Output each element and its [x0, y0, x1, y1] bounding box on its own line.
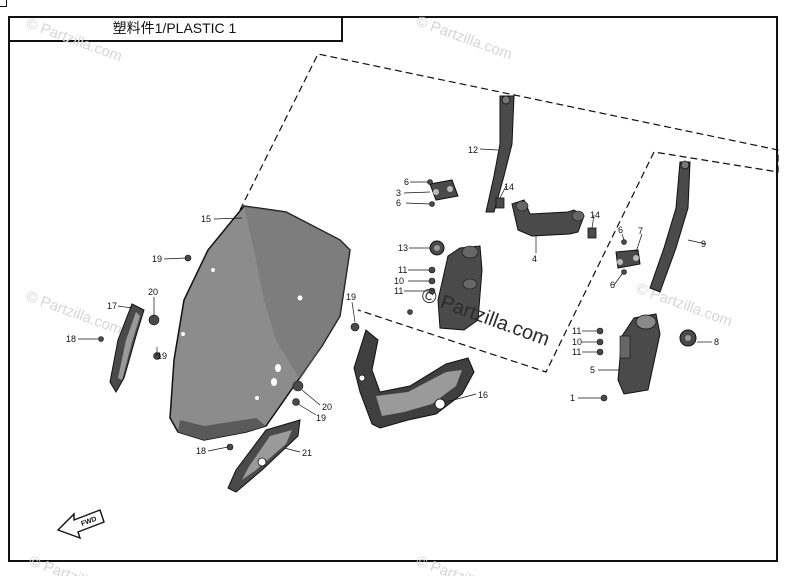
part-label: 9	[701, 239, 706, 249]
clamp-14-part	[587, 227, 597, 239]
stay-9-part	[649, 160, 691, 293]
fasteners	[98, 179, 627, 451]
part-label: 14	[590, 210, 600, 220]
knob-8-part	[679, 329, 697, 347]
leader-lines	[78, 148, 712, 453]
part-label: 18	[66, 334, 76, 344]
bracket-16-part	[353, 329, 475, 429]
crossbar-4-part	[511, 199, 585, 237]
part-label: 18	[196, 446, 206, 456]
part-label: 10	[394, 276, 404, 286]
part-label: 20	[322, 402, 332, 412]
watermark-text: © Partzilla.com	[418, 284, 552, 351]
part-label: 16	[478, 390, 488, 400]
part-label: 11	[394, 286, 403, 296]
part-label: 19	[316, 413, 326, 423]
part-label: 13	[398, 243, 408, 253]
part-label: 21	[302, 448, 312, 458]
part-label: 3	[396, 188, 401, 198]
part-label: 1	[570, 393, 575, 403]
mount-2-part	[437, 245, 483, 331]
part-label: 11	[398, 265, 407, 275]
part-label: 12	[468, 145, 478, 155]
part-label: 6	[618, 225, 623, 235]
part-labels: 15 19 20 17 18 19 19 20 19 18 21 16 12 6…	[66, 145, 719, 458]
part-label: 19	[157, 351, 167, 361]
part-label: 5	[590, 365, 595, 375]
bracket-7-part	[615, 249, 641, 269]
diagram-title: 塑料件1/PLASTIC 1	[8, 16, 343, 42]
bracket-21-part	[227, 419, 301, 493]
watermark-layer: © Partzilla.com © Partzilla.com © Partzi…	[24, 13, 735, 576]
part-label: 6	[404, 177, 409, 187]
mount-5-part	[617, 313, 661, 395]
part-label: 11	[572, 347, 581, 357]
watermark-text: © Partzilla.com	[414, 13, 515, 64]
assembly-outline	[239, 53, 779, 373]
part-label: 7	[638, 226, 643, 236]
fwd-arrow-icon: FWD	[56, 509, 105, 540]
part-label: 6	[610, 280, 615, 290]
part-label: 8	[714, 337, 719, 347]
part-label: 20	[148, 287, 158, 297]
watermark-text: © Partzilla.com	[27, 553, 128, 576]
part-label: 6	[396, 198, 401, 208]
part-label: 14	[504, 182, 514, 192]
clamp-14-part	[495, 197, 505, 209]
part-label: 10	[572, 337, 582, 347]
part-label: 19	[346, 292, 356, 302]
part-label: 15	[201, 214, 211, 224]
watermark-text: © Partzilla.com	[24, 15, 125, 66]
bracket-3-part	[429, 179, 459, 201]
part-label: 17	[107, 301, 117, 311]
watermark-text: © Partzilla.com	[24, 288, 125, 339]
stay-12-part	[485, 95, 515, 213]
part-label: 4	[532, 254, 537, 264]
part-label: 11	[572, 326, 581, 336]
corner-mark	[0, 0, 7, 7]
knob-13-part	[429, 240, 445, 256]
diagram-frame	[8, 16, 778, 562]
windshield-part	[169, 205, 351, 441]
bracket-17-part	[109, 303, 145, 393]
watermark-text: © Partzilla.com	[414, 553, 515, 576]
part-label: 19	[152, 254, 162, 264]
